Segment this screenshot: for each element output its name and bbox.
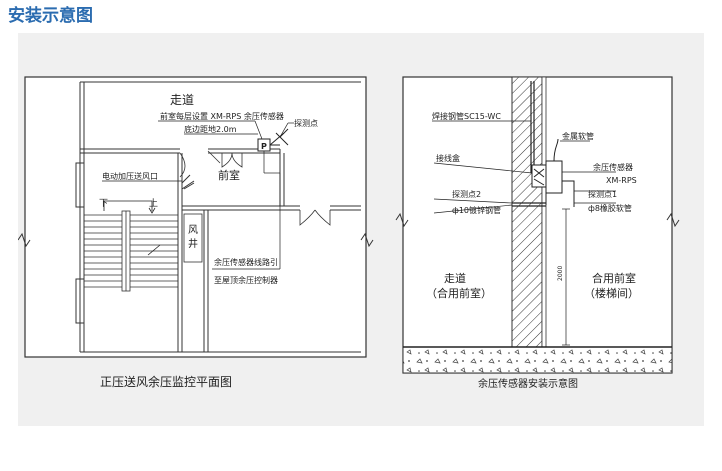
shared-front-room-label: 合用前室 — [592, 271, 636, 285]
junction-box-label: 接线盒 — [436, 153, 460, 163]
height-dimension: 2000 — [557, 266, 564, 281]
galv-pipe-label: ф10镀锌钢管 — [452, 205, 501, 215]
probe1-label: 探测点1 — [588, 189, 617, 199]
section-corridor-label: 走道 — [444, 271, 466, 285]
sensor-model-label: XM-RPS — [606, 176, 637, 185]
sensor-p-label: P — [261, 142, 267, 151]
shaft-label-2: 井 — [188, 237, 198, 250]
line-route-label-2: 至屋顶余压控制器 — [214, 275, 278, 285]
vent-label: 电动加压送风口 — [102, 171, 158, 181]
floor-plan: 走道 前室每层设置 XM-RPS 余压传感器 底边距地2.0m 探测点 P 电动… — [18, 76, 374, 389]
shaft-label-1: 风 — [188, 224, 198, 236]
door-swings — [179, 150, 331, 226]
section-view: 焊接钢管SC15-WC 金属软管 接线盒 余压传感器 XM-RPS 探测点1 探… — [395, 76, 680, 390]
page-title: 安装示意图 — [8, 6, 93, 26]
metal-hose-label: 金属软管 — [562, 131, 594, 141]
diagram-panel: 走道 前室每层设置 XM-RPS 余压传感器 底边距地2.0m 探测点 P 电动… — [18, 33, 704, 426]
section-caption: 余压传感器安装示意图 — [478, 377, 578, 390]
installation-diagram: 走道 前室每层设置 XM-RPS 余压传感器 底边距地2.0m 探测点 P 电动… — [18, 76, 680, 390]
stair-sub-label: （楼梯间） — [584, 286, 639, 300]
sensor-note: 前室每层设置 XM-RPS 余压传感器 — [160, 111, 284, 121]
sensor-device — [545, 160, 563, 194]
staircase — [84, 200, 178, 292]
probe2-label: 探测点2 — [452, 189, 481, 199]
line-route-label: 余压传感器线路引 — [214, 257, 278, 267]
plan-caption: 正压送风余压监控平面图 — [100, 374, 232, 389]
stair-down-label: 下 — [99, 199, 108, 209]
section-corridor-sub: （合用前室） — [426, 286, 492, 300]
sensor-label: 余压传感器 — [593, 162, 633, 172]
rubber-pipe-label: ф8橡胶软管 — [588, 203, 632, 213]
front-room-label: 前室 — [218, 168, 240, 182]
stair-up-label: 上 — [149, 198, 158, 209]
corridor-label: 走道 — [170, 93, 194, 107]
height-note: 底边距地2.0m — [184, 124, 237, 134]
probe-label: 探测点 — [294, 118, 318, 128]
steel-pipe-label: 焊接钢管SC15-WC — [432, 111, 501, 121]
